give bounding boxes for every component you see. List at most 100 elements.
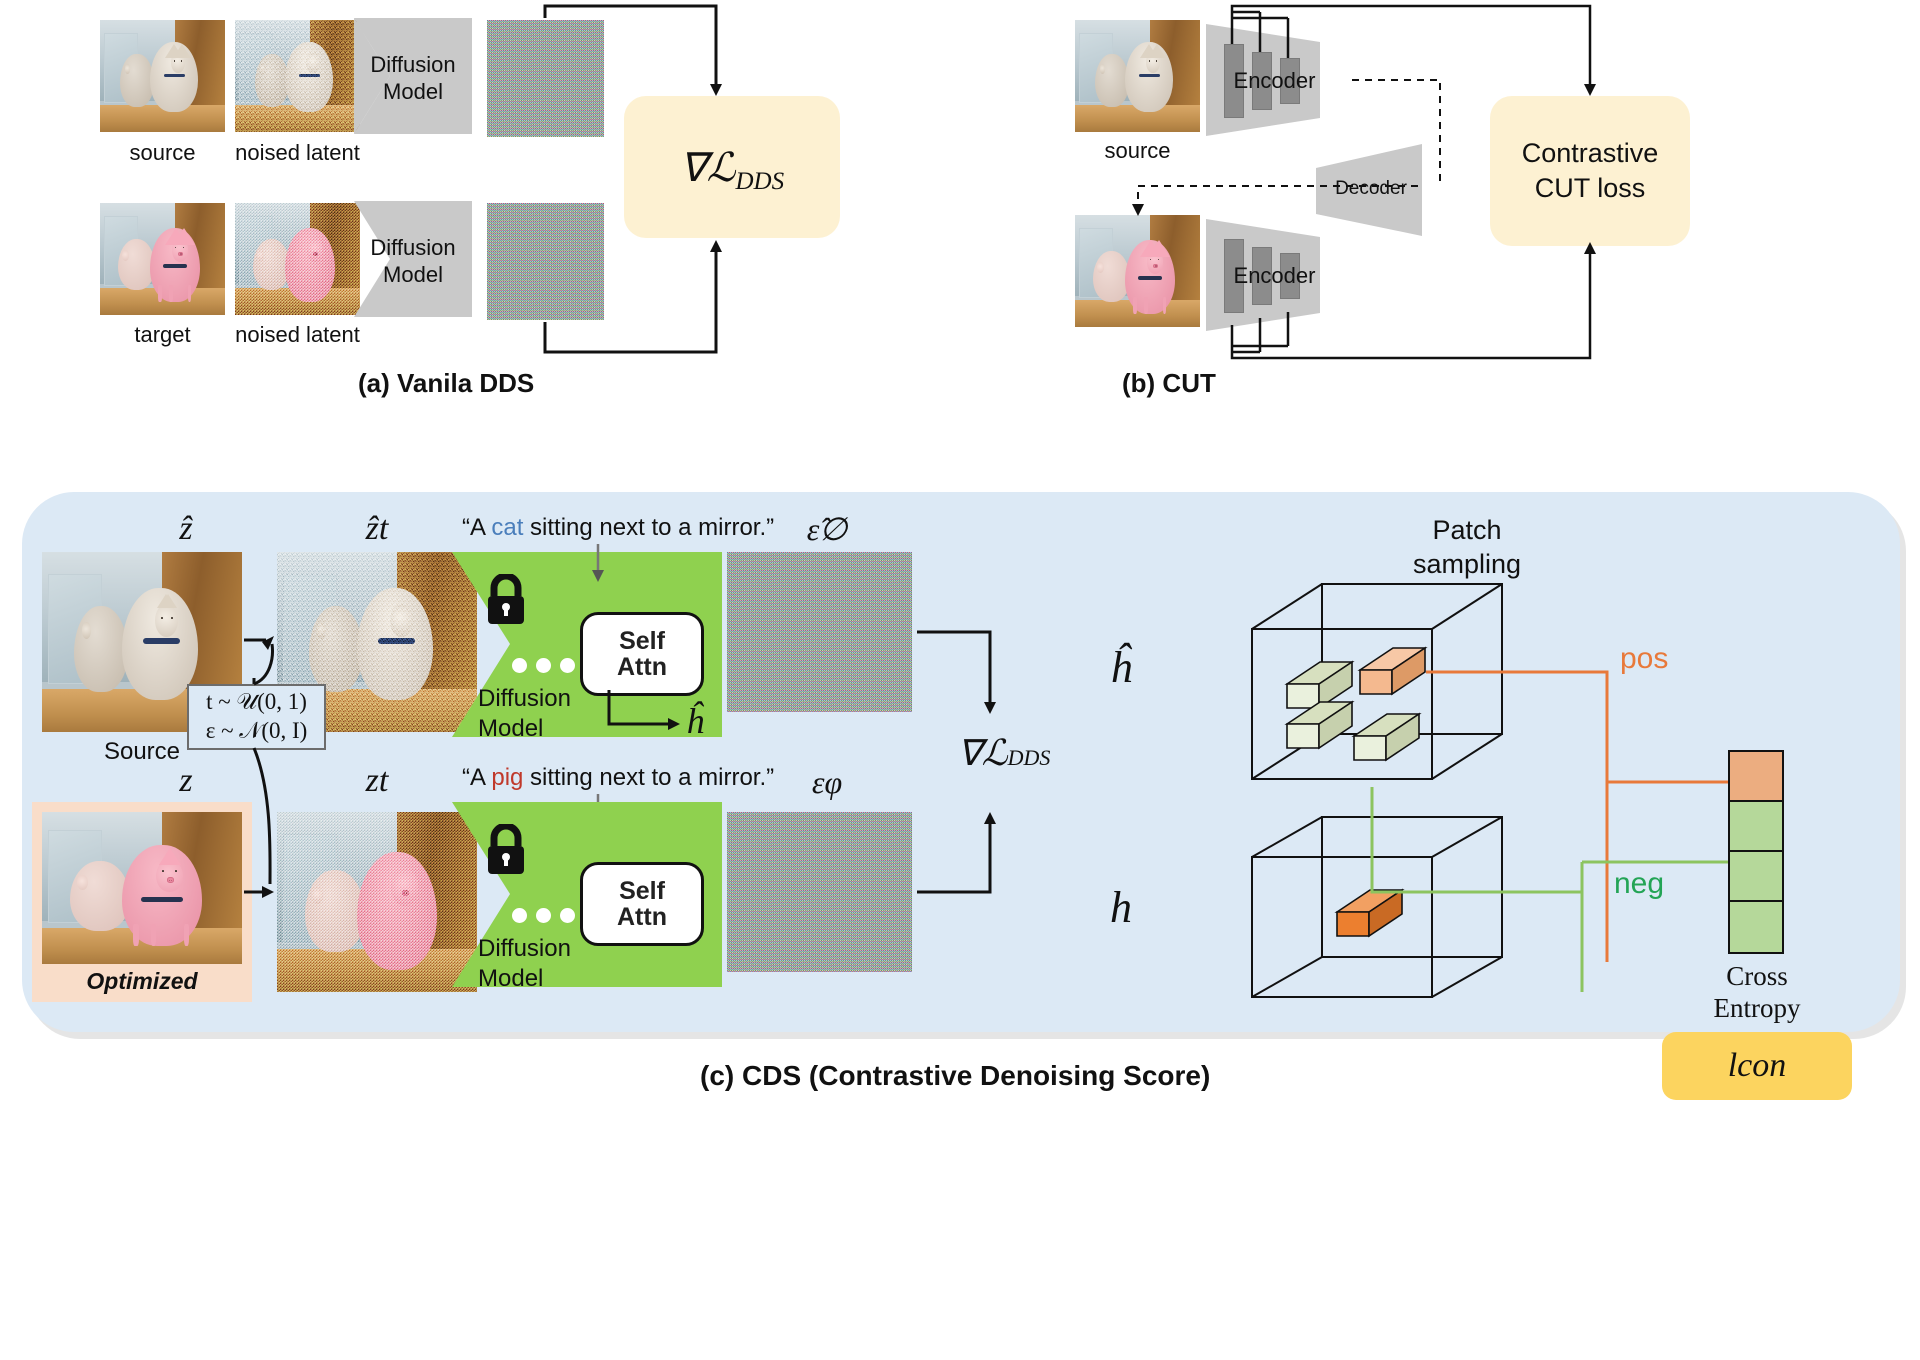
prompt-top: “A cat sitting next to a mirror.” [462, 514, 774, 542]
dds-loss-nabla: ∇ℒ [957, 733, 1008, 773]
panel-c-optimized-image [42, 812, 242, 964]
cross-entropy-line2: Entropy [1713, 993, 1801, 1024]
prompt-bottom: “A pig sitting next to a mirror.” [462, 764, 774, 792]
pos-neg-connectors [1370, 670, 1732, 992]
panel-a-noised-latent-bottom-label: noised latent [235, 322, 360, 347]
caption-a: (a) Vanila DDS [358, 368, 535, 398]
panel-c-eps-hat-box [727, 552, 912, 712]
panel-a-diffusion-model-top: Diffusion Model [350, 14, 476, 138]
panel-a-diffusion-model-top-label: Diffusion Model [350, 52, 476, 106]
panel-a-noised-latent-top [235, 20, 360, 132]
cross-entropy-cell-neg-3 [1728, 900, 1784, 954]
cross-entropy-line1: Cross [1726, 961, 1788, 991]
panel-a-diffusion-model-bottom-label: Diffusion Model [350, 235, 476, 289]
panel-a-target-image [100, 203, 225, 315]
l-con-label: lcon [1727, 1047, 1787, 1084]
patch-sampling-label: Patch sampling [1342, 514, 1592, 582]
panel-b-cut-loss-box: Contrastive CUT loss [1490, 96, 1690, 246]
h-feature-label: h [1110, 883, 1132, 932]
panel-a-epsilon-bottom [487, 203, 604, 320]
panel-a-source-label: source [129, 140, 196, 165]
dm-c-top-line2: Model [478, 715, 544, 742]
panel-b-encoder-bottom-label: Encoder [1233, 263, 1316, 288]
pos-label: pos [1620, 642, 1669, 675]
cross-entropy-label: Cross Entropy [1682, 960, 1832, 1025]
panel-c-dds-arrows [917, 630, 996, 894]
dm2-line2: Model [383, 261, 443, 287]
panel-b-target-image [1075, 215, 1200, 327]
panel-a-epsilon-top [487, 20, 604, 137]
eps-hat-label: ε̂∅ [806, 511, 848, 547]
caption-c: (c) CDS (Contrastive Denoising Score) [700, 1060, 1211, 1091]
prompt-bottom-prefix: A [470, 764, 492, 791]
panel-a-noised-latent-bottom [235, 203, 360, 315]
panel-b-decoder: Decoder [1312, 140, 1437, 240]
panel-b-source-label: source [1104, 138, 1171, 163]
panel-b-encoder-bottom: Encoder [1202, 215, 1347, 335]
prompt-top-prefix: A [470, 514, 492, 541]
dm-c-top-line1: Diffusion [478, 685, 571, 712]
encoder-bar-4 [1224, 239, 1244, 313]
prompt-bottom-open-quote: “ [462, 764, 470, 791]
self-attn-box-top: Self Attn [580, 612, 704, 696]
label-z: z [179, 762, 193, 799]
panel-c-diffusion-model-top-label: Diffusion Model [478, 684, 571, 744]
panel-b-source-image [1075, 20, 1200, 132]
cross-entropy-cell-neg-2 [1728, 850, 1784, 904]
panel-a-dds-loss-sub: DDS [735, 168, 785, 195]
panel-a-source-image [100, 20, 225, 132]
panel-c-eps-box [727, 812, 912, 972]
panel-b-encoder-top: Encoder [1202, 20, 1347, 140]
dm-c-bot-line2: Model [478, 965, 544, 992]
panel-a-dds-loss-label: ∇ℒ [679, 144, 736, 190]
prompt-top-suffix: sitting next to a mirror.” [523, 514, 775, 541]
dm-line2: Model [383, 78, 443, 104]
encoder-bar-1 [1224, 44, 1244, 118]
dm-c-bot-line1: Diffusion [478, 935, 571, 962]
self-attn-bottom-line1: Self [619, 876, 665, 905]
panel-c-source-caption: Source [103, 738, 181, 765]
label-z-hat-t: ẑt [365, 510, 389, 547]
self-attn-top-line2: Attn [617, 653, 667, 681]
dds-loss-sub: DDS [1007, 745, 1051, 770]
panel-c-dds-loss-label: ∇ℒDDS [934, 732, 1074, 774]
h-hat-output-label: ĥ [686, 701, 704, 741]
self-attn-bottom-line2: Attn [617, 903, 667, 931]
lock-icon-top [488, 574, 524, 624]
lock-icon-bottom [488, 824, 524, 874]
self-attn-top-line1: Self [619, 626, 665, 655]
sampler-line1: t ~ 𝒰(0, 1) [206, 689, 307, 715]
prompt-bottom-word: pig [491, 764, 524, 791]
cut-loss-line2: CUT loss [1534, 173, 1646, 203]
self-attn-box-bottom: Self Attn [580, 862, 704, 946]
encoder-bar-6 [1280, 253, 1300, 299]
panel-b-cut: source Encoder Decoder Encoder [880, 0, 1920, 420]
encoder-bar-2 [1252, 52, 1272, 110]
panel-a-vanilla-dds: source noised latent Diffusion Model [0, 0, 880, 420]
prompt-top-word: cat [491, 514, 524, 541]
neg-label: neg [1614, 867, 1665, 900]
cut-loss-line1: Contrastive [1521, 137, 1659, 168]
panel-b-encoder-top-label: Encoder [1233, 68, 1316, 93]
panel-a-diffusion-model-bottom: Diffusion Model [350, 197, 476, 321]
panel-c-diffusion-model-bottom-label: Diffusion Model [478, 934, 571, 994]
patch-sampling-line1: Patch [1432, 515, 1502, 545]
panel-c-diffusion-model-top: Self Attn Diffusion Model [452, 552, 722, 742]
panel-c-optimized-caption: Optimized [86, 968, 198, 994]
cross-entropy-cell-pos [1728, 750, 1784, 804]
panel-a-target-label: target [134, 322, 191, 347]
ellipsis-dots-top [512, 658, 575, 673]
panel-a-arrows [543, 4, 722, 354]
eps-label: εφ [811, 764, 843, 800]
cross-entropy-cell-neg-1 [1728, 800, 1784, 854]
prompt-bottom-suffix: sitting next to a mirror.” [523, 764, 775, 791]
prompt-top-open-quote: “ [462, 514, 470, 541]
panel-b-decoder-label: Decoder [1335, 178, 1407, 199]
panel-c-diffusion-model-bottom: Self Attn Diffusion Model [452, 802, 722, 992]
l-con-box-visible: lcon [1662, 1032, 1852, 1100]
encoder-bar-3 [1280, 58, 1300, 104]
dm2-line1: Diffusion [370, 235, 456, 260]
panel-a-noised-latent-top-label: noised latent [235, 140, 360, 165]
panel-c-content: ẑ Source ẑt z [22, 492, 1900, 1100]
panel-c-noised-target [277, 812, 477, 992]
